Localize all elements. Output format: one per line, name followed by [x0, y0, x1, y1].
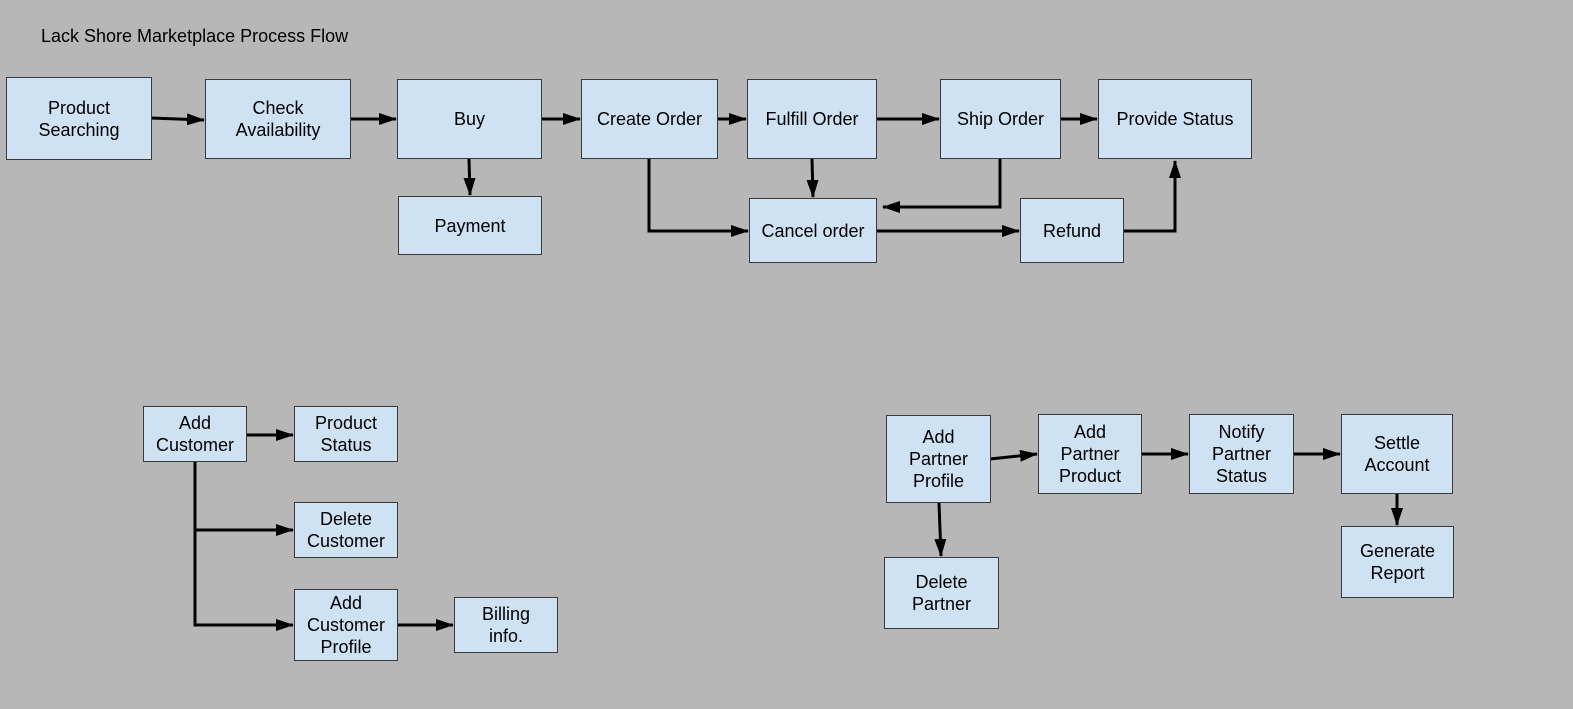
node-delete-partner: Delete Partner [884, 557, 999, 629]
node-product-searching: Product Searching [6, 77, 152, 160]
node-notify-partner-status: Notify Partner Status [1189, 414, 1294, 494]
node-create-order: Create Order [581, 79, 718, 159]
node-add-partner-profile: Add Partner Profile [886, 415, 991, 503]
node-generate-report: Generate Report [1341, 526, 1454, 598]
node-provide-status: Provide Status [1098, 79, 1252, 159]
node-ship-order: Ship Order [940, 79, 1061, 159]
edge-add_customer-delete_customer [193, 462, 294, 536]
edge-add_partner_profile-delete_partner [934, 502, 947, 557]
edge-fulfill_order-cancel_order [806, 158, 819, 198]
node-fulfill-order: Fulfill Order [747, 79, 877, 159]
node-product-status: Product Status [294, 406, 398, 462]
node-add-customer-profile: Add Customer Profile [294, 589, 398, 661]
node-delete-customer: Delete Customer [294, 502, 398, 558]
edge-buy-payment [463, 158, 476, 196]
node-cancel-order: Cancel order [749, 198, 877, 263]
edge-product_searching-check_availability [150, 113, 205, 126]
node-refund: Refund [1020, 198, 1124, 263]
node-add-customer: Add Customer [143, 406, 247, 462]
edge-ship_order-cancel_order [882, 159, 1002, 213]
edge-add_partner_profile-add_partner_product [989, 449, 1038, 462]
node-billing-info: Billing info. [454, 597, 558, 653]
edge-create_order-cancel_order [647, 159, 749, 237]
edge-refund-provide_status [1124, 160, 1181, 233]
diagram-title: Lack Shore Marketplace Process Flow [41, 26, 349, 46]
node-buy: Buy [397, 79, 542, 159]
node-settle-account: Settle Account [1341, 414, 1453, 494]
edge-add_customer-add_customer_profile [193, 530, 294, 631]
node-add-partner-product: Add Partner Product [1038, 414, 1142, 494]
node-check-availability: Check Availability [205, 79, 351, 159]
node-payment: Payment [398, 196, 542, 255]
